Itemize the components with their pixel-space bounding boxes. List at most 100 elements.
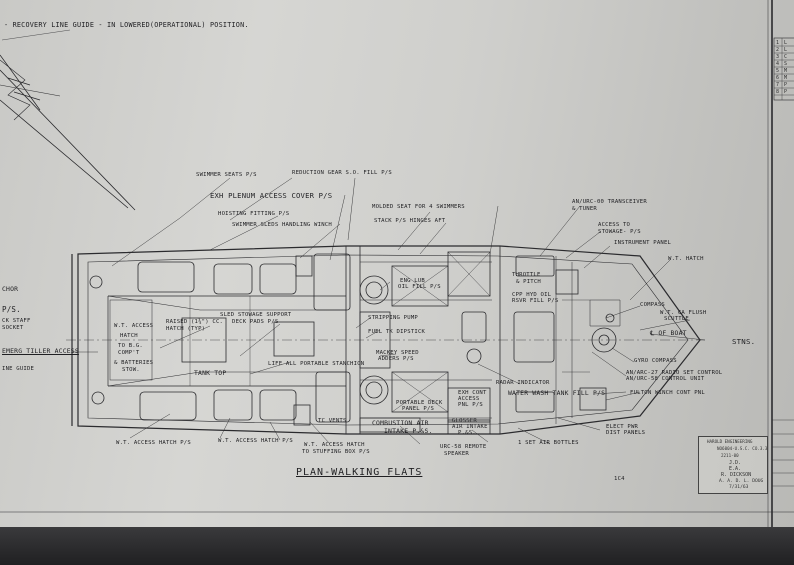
drawing-linework <box>0 0 794 527</box>
callout-tank-top: TANK TOP <box>194 369 227 377</box>
callout-water-wash: WATER WASH TANK FILL P/S <box>508 389 606 397</box>
callout-gyro-compass: GYRO COMPASS <box>634 358 677 364</box>
callout-swimmer-seats: SWIMMER SEATS P/S <box>196 172 257 178</box>
callout-intake-ps: INTAKE P.&S. <box>384 427 433 435</box>
callout-stack-hinges: STACK P/S HINGES AFT <box>374 218 446 224</box>
recovery-line-note: - RECOVERY LINE GUIDE - IN LOWERED(OPERA… <box>4 21 249 29</box>
drawing-title: PLAN-WALKING FLATS <box>296 467 423 478</box>
callout-wt-flush: W.T. CA FLUSH <box>660 310 707 316</box>
callout-rsvr-fill: RSVR FILL P/S <box>512 298 559 304</box>
rev-row-num: 3 <box>776 54 780 60</box>
callout-cpp-hyd: CPP HYD OIL <box>512 292 552 298</box>
left-label-ps: P/S. <box>2 305 21 314</box>
callout-control-unit: AN/URC-58 CONTROL UNIT <box>626 376 705 382</box>
callout-to-bg: TO B.G. <box>118 343 143 349</box>
callout-oil-fill: OIL FILL P/S <box>398 284 441 290</box>
callout-mackey-speed: MACKEY SPEED <box>376 350 419 356</box>
callout-tc-vents: TC VENTS <box>318 418 347 424</box>
callout-hoisting-fitting: HOISTING FITTING P/S <box>218 211 290 217</box>
callout-combustion-air: COMBUSTION AIR <box>372 419 429 427</box>
callout-exh-plenum: EXH PLENUM ACCESS COVER P/S <box>210 191 333 200</box>
callout-wt-hatch: W.T. HATCH <box>668 256 704 262</box>
rev-row-letter: P <box>784 89 788 95</box>
callout-access-to: ACCESS TO <box>598 222 631 228</box>
margin-note: 1C4 <box>614 476 625 482</box>
title-block-company: HAROLD ENGINEERING <box>707 439 753 444</box>
title-block-date: 7/31/63 <box>729 485 749 490</box>
rev-row-num: 4 <box>776 61 780 67</box>
title-block-signature: E.A. <box>729 466 742 472</box>
callout-molded-seat: MOLDED SEAT FOR 4 SWIMMERS <box>372 204 465 210</box>
callout-access-stowage: STOWAGE- P/S <box>598 229 641 235</box>
callout-compass: COMPASS <box>640 302 665 308</box>
callout-sled-stowage: SLED STOWAGE SUPPORT <box>220 312 292 318</box>
title-block-signature: R. DICKSON <box>721 472 752 478</box>
rev-row-letter: M <box>784 68 788 74</box>
callout-adders: ADDERS P/S <box>378 356 414 362</box>
callout-elect-pwr: ELECT PWR <box>606 424 639 430</box>
callout-reduction-gear: REDUCTION GEAR S.O. FILL P/S <box>292 170 392 176</box>
callout-tuner: & TUNER <box>572 206 597 212</box>
callout-eng-lub: ENG LUB <box>400 278 425 284</box>
callout-glosser: GLOSSER <box>452 418 477 424</box>
rev-row-num: 2 <box>776 47 780 53</box>
callout-raised-hatch: RAISED (1¾") CC. <box>166 319 224 325</box>
rev-row-letter: S <box>784 61 788 67</box>
callout-radio-control: AN/ARC-27 RADIO SET CONTROL <box>626 370 723 376</box>
rev-row-letter: P <box>784 82 788 88</box>
callout-compt: COMP'T <box>118 350 140 356</box>
callout-instrument-panel: INSTRUMENT PANEL <box>614 240 672 246</box>
callout-fuel-dipstick: FUEL TK DIPSTICK <box>368 329 426 335</box>
callout-swimmer-sleds: SWIMMER SLEDS HANDLING WINCH <box>232 222 332 228</box>
left-label-chor: CHOR <box>2 285 19 293</box>
rev-row-letter: C <box>784 54 788 60</box>
callout-exh-pnl: PNL P/S <box>458 402 483 408</box>
left-label-emerg-tiller: EMERG TILLER ACCESS <box>2 347 79 355</box>
callout-wt-access-hatch-1: W.T. ACCESS HATCH P/S <box>116 440 191 446</box>
callout-transceiver: AN/URC-00 TRANSCEIVER <box>572 199 647 205</box>
floor-background <box>0 527 794 565</box>
left-label-line-guide: INE GUIDE <box>2 366 35 372</box>
rev-row-letter: L <box>784 40 788 46</box>
callout-wt-access-bg: W.T. ACCESS <box>114 323 154 329</box>
callout-fulton-winch: FULTON WINCH CONT PNL <box>630 390 705 396</box>
rev-row-letter: L <box>784 47 788 53</box>
title-block: HAROLD ENGINEERING NO6004-U.S.C. CO.3.3 … <box>698 436 768 494</box>
left-label-staff: CK STAFF <box>2 318 31 324</box>
rev-row-num: 7 <box>776 82 780 88</box>
rev-row-num: 1 <box>776 40 780 46</box>
callout-wt-access-stuffing: W.T. ACCESS HATCH <box>304 442 365 448</box>
callout-deck-pads: DECK PADS P/S <box>232 319 279 325</box>
callout-hatch: HATCH <box>120 333 138 339</box>
callout-wt-access-hatch-2: W.T. ACCESS HATCH P/S <box>218 438 293 444</box>
callout-panel-ps: PANEL P/S <box>402 406 435 412</box>
title-block-signature: J.D. <box>729 460 742 466</box>
callout-batteries: & BATTERIES <box>114 360 154 366</box>
callout-glosser-ps: P.&S. <box>458 430 476 436</box>
callout-stns: STNS. <box>732 337 756 346</box>
title-block-signature: A. A. D. L. DOUG <box>719 479 764 484</box>
callout-portable-deck: PORTABLE DECK <box>396 400 443 406</box>
title-block-drawing-no: NO6004-U.S.C. CO.3.3 <box>717 446 768 451</box>
callout-speaker: SPEAKER <box>444 451 469 457</box>
rev-row-letter: M <box>784 75 788 81</box>
callout-stuffing-box: TO STUFFING BOX P/S <box>302 449 370 455</box>
callout-air-intake: AIR INTAKE <box>452 424 488 430</box>
callout-radar-indicator: RADAR INDICATOR <box>496 380 550 386</box>
callout-pitch: & PITCH <box>516 279 541 285</box>
callout-stripping-pump: STRIPPING PUMP <box>368 315 418 321</box>
drawing-sheet <box>0 0 794 527</box>
callout-scuttle: SCUTTLE <box>664 316 689 322</box>
callout-exh-cont: EXH CONT <box>458 390 487 396</box>
callout-throttle: THROTTLE <box>512 272 541 278</box>
title-block-file: 2211-00 <box>721 453 739 458</box>
callout-portable-stanchion: LIFE ALL PORTABLE STANCHION <box>268 361 365 367</box>
rev-row-num: 8 <box>776 89 780 95</box>
callout-urc-remote: URC-58 REMOTE <box>440 444 487 450</box>
rev-row-num: 6 <box>776 75 780 81</box>
callout-exh-access: ACCESS <box>458 396 480 402</box>
callout-air-bottles: 1 SET AIR BOTTLES <box>518 440 579 446</box>
rev-row-num: 5 <box>776 68 780 74</box>
left-label-socket: SOCKET <box>2 325 24 331</box>
callout-hatch-typ: HATCH (TYP) <box>166 326 206 332</box>
